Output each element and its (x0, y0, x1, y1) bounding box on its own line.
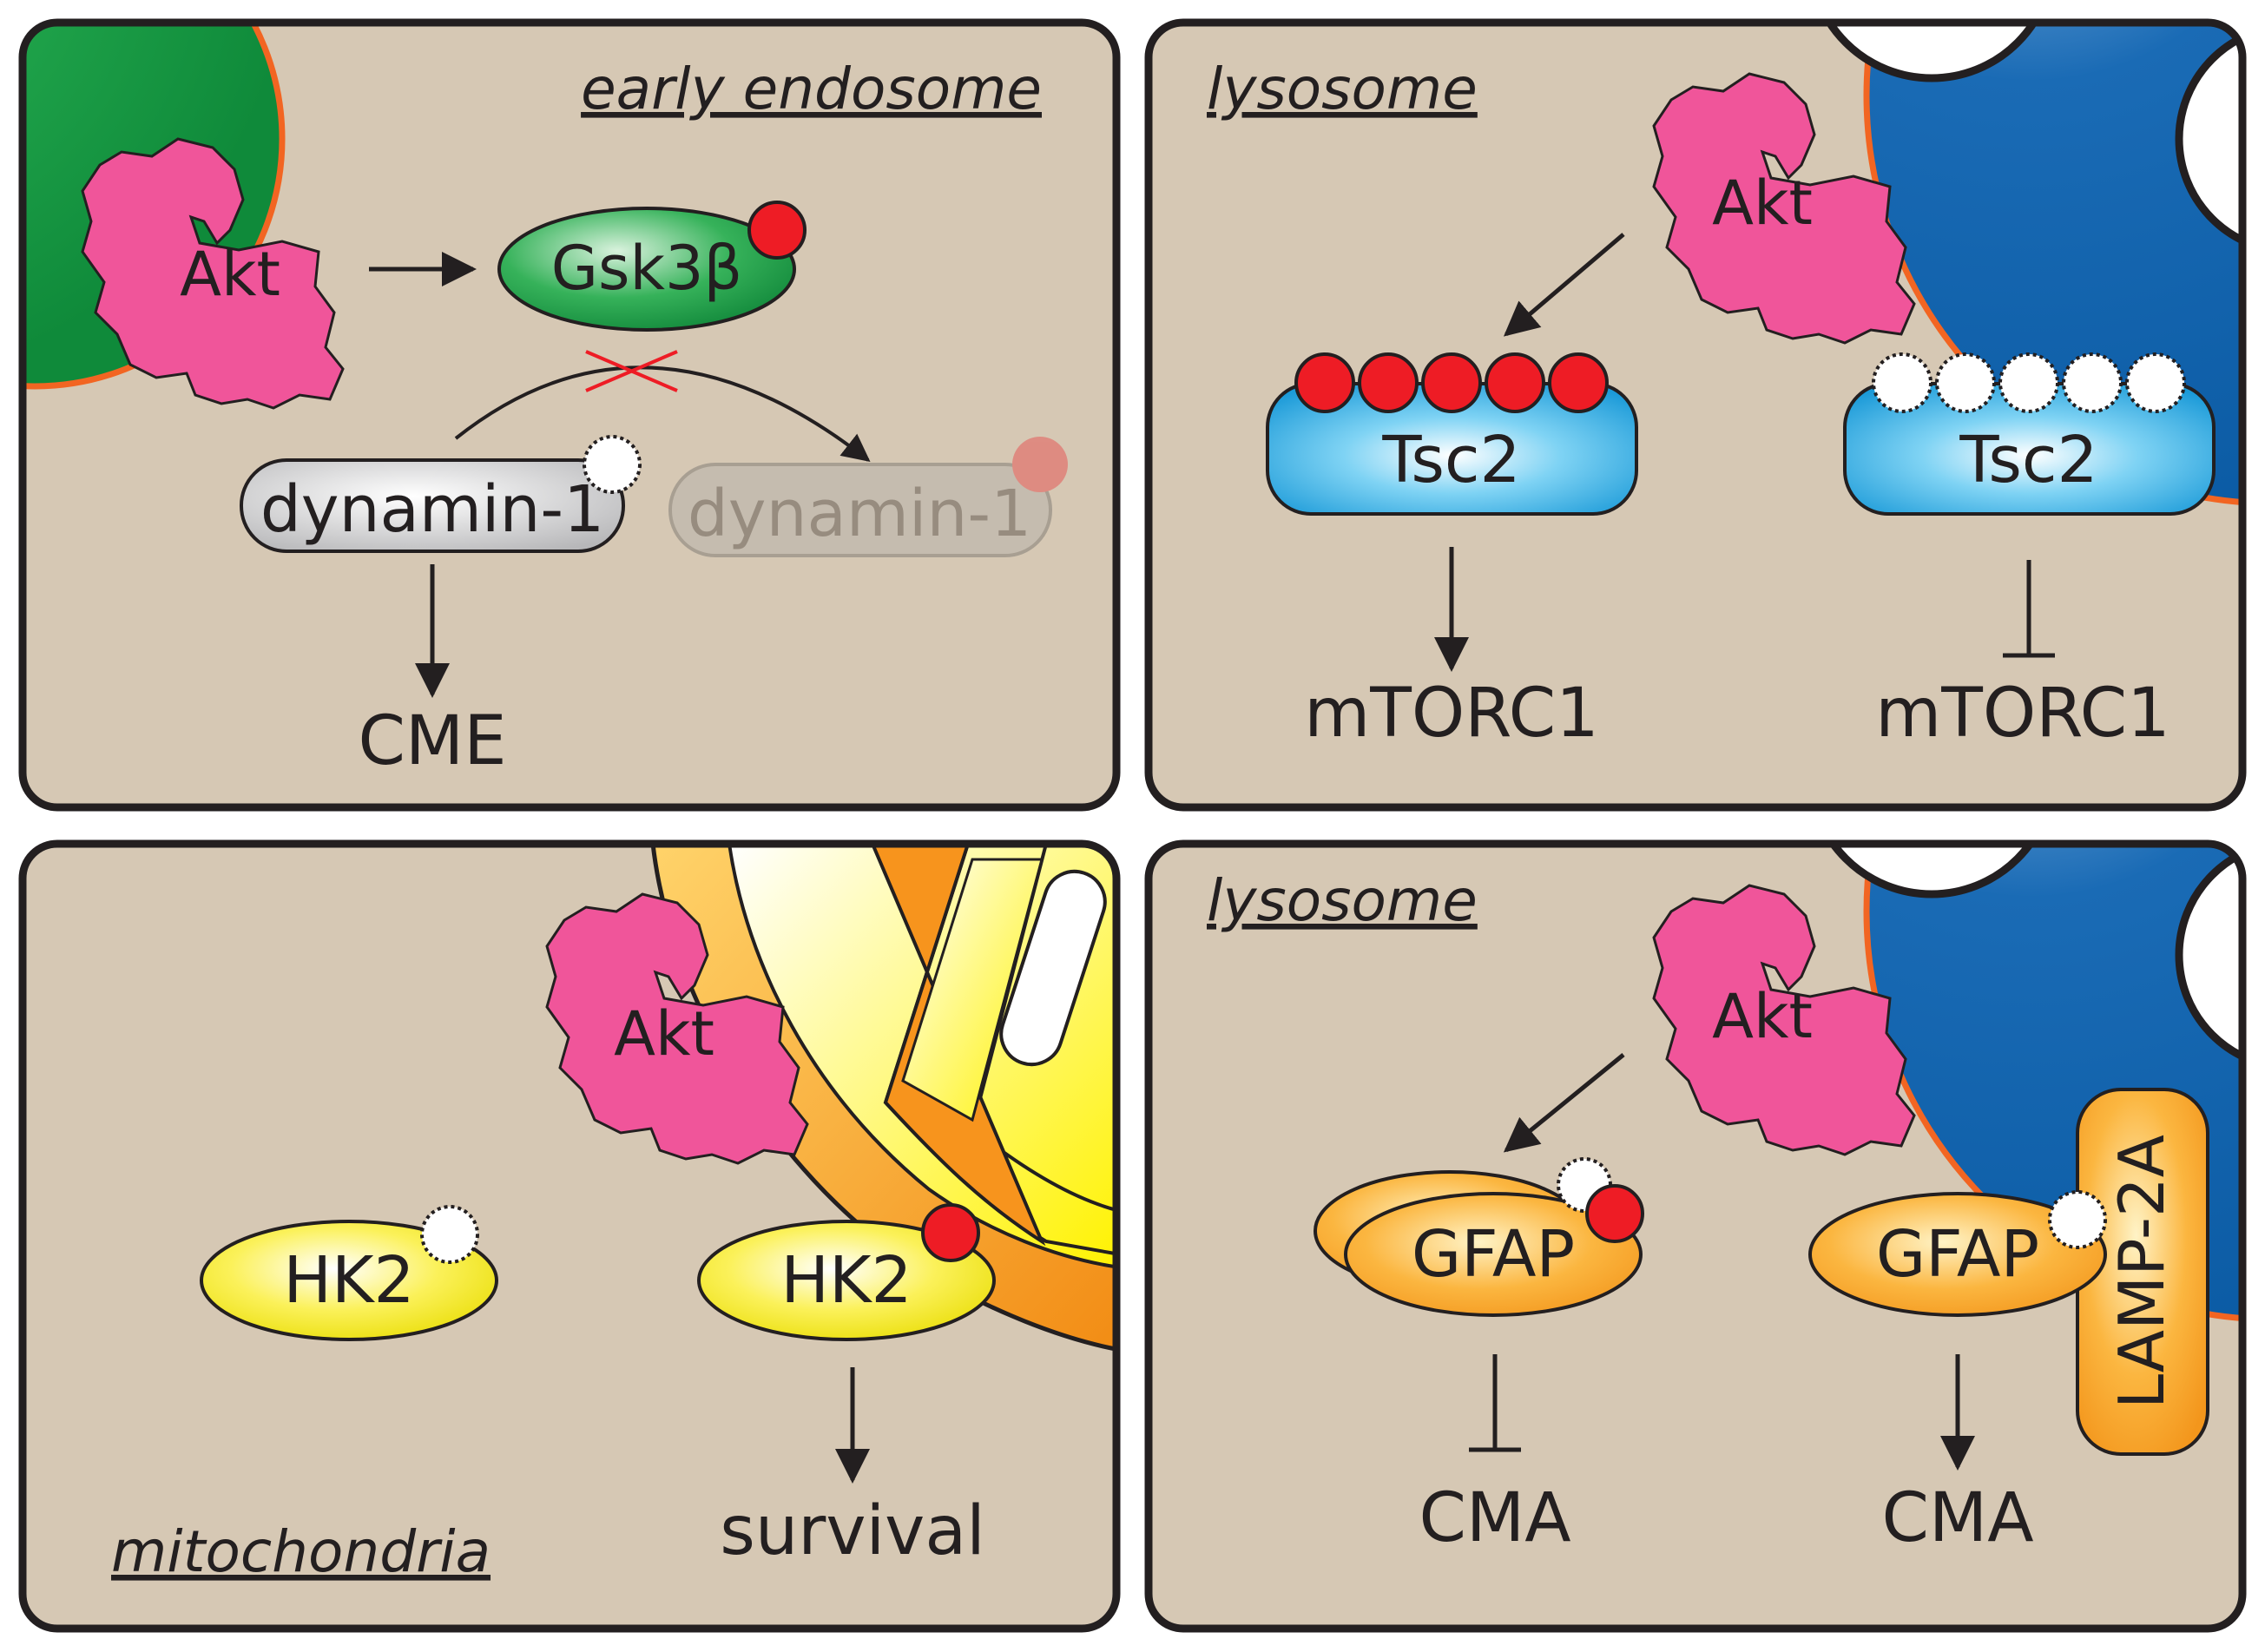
panel-mitochondria: Akt HK2 HK2 survival mitochondria (18, 839, 1121, 1633)
akt-protein (81, 137, 345, 410)
phosphate-group (921, 1203, 980, 1262)
mtorc1-label: mTORC1 (1304, 675, 1598, 753)
survival-label: survival (720, 1492, 985, 1570)
svg-text:dynamin-1: dynamin-1 (688, 477, 1031, 551)
dynamin-active-label: dynamin-1 (260, 472, 604, 547)
phosphate-group (747, 201, 807, 260)
gfap-protein (1808, 1192, 2107, 1317)
phosphate-group (1585, 1184, 1644, 1243)
akt-label: Akt (614, 998, 714, 1070)
hk2-label: HK2 (283, 1243, 414, 1318)
cma-label: CMA (1881, 1479, 2033, 1557)
hk2-protein (200, 1220, 498, 1341)
activation-arrow (1503, 233, 1625, 337)
akt-protein (545, 892, 809, 1165)
dynamin-1-active (240, 458, 625, 553)
gfap-label: GFAP (1876, 1217, 2039, 1292)
panel-lysosome-tsc2: lysosome Akt Tsc2 Tsc2 mTORC1 (1144, 18, 2247, 812)
mitochondrion-crista-inner (901, 858, 1044, 1122)
location-label: mitochondria (111, 1518, 491, 1585)
akt-label: Akt (180, 239, 280, 310)
unphosphorylated-site (420, 1205, 479, 1264)
tsc2-label: Tsc2 (1959, 423, 2097, 497)
lysosome-vesicle (2175, 844, 2242, 1072)
lysosome-vesicle (1806, 23, 2058, 82)
hk2-protein (697, 1220, 996, 1341)
location-label: lysosome (1207, 867, 1478, 934)
lysosome-organelle (1863, 23, 2242, 507)
akt-label: Akt (1712, 168, 1813, 239)
lamp-2a-label: LAMP-2A (2105, 1135, 2178, 1409)
akt-protein (1652, 884, 1916, 1156)
inhibition-bar (1469, 1354, 1521, 1452)
panel-early-endosome: early endosome Akt Gsk3β dynamin-1 dynam… (18, 18, 1121, 812)
tsc2-label: Tsc2 (1381, 423, 1520, 497)
cme-label: CME (358, 702, 506, 780)
unphosphorylated-site (2048, 1190, 2107, 1249)
location-label: early endosome (581, 56, 1042, 122)
cma-label: CMA (1419, 1479, 1570, 1557)
gfap-protein (1344, 1192, 1643, 1317)
location-label: lysosome (1207, 56, 1478, 122)
gfap-label: GFAP (1412, 1217, 1575, 1292)
inhibition-bar (2003, 560, 2055, 658)
unphosphorylated-sites (1872, 352, 2186, 413)
dynamin-1-inactive: dynamin-1 (668, 437, 1068, 557)
panel-background (23, 23, 1116, 807)
akt-label: Akt (1712, 981, 1813, 1052)
phosphorylation-arrow (454, 365, 871, 462)
mtorc1-label: mTORC1 (1875, 675, 2170, 753)
lysosome-vesicle (2175, 23, 2242, 256)
lysosome-organelle (1863, 844, 2242, 1323)
activation-arrow (1503, 1053, 1625, 1153)
mitochondrion-crista-fold (999, 869, 1107, 1067)
hk2-label: HK2 (780, 1243, 912, 1318)
blocked-cross (585, 350, 678, 392)
akt-protein (1652, 72, 1916, 345)
unphosphorylated-site (583, 435, 642, 494)
gsk3b-protein (497, 207, 796, 332)
phosphate-groups (1294, 352, 1609, 413)
panel-lysosome-gfap: lysosome Akt LAMP-2A GFAP GFAP CMA CMA (1144, 839, 2247, 1633)
lysosome-vesicle (1806, 844, 2058, 898)
gsk3b-label: Gsk3β (551, 233, 742, 304)
